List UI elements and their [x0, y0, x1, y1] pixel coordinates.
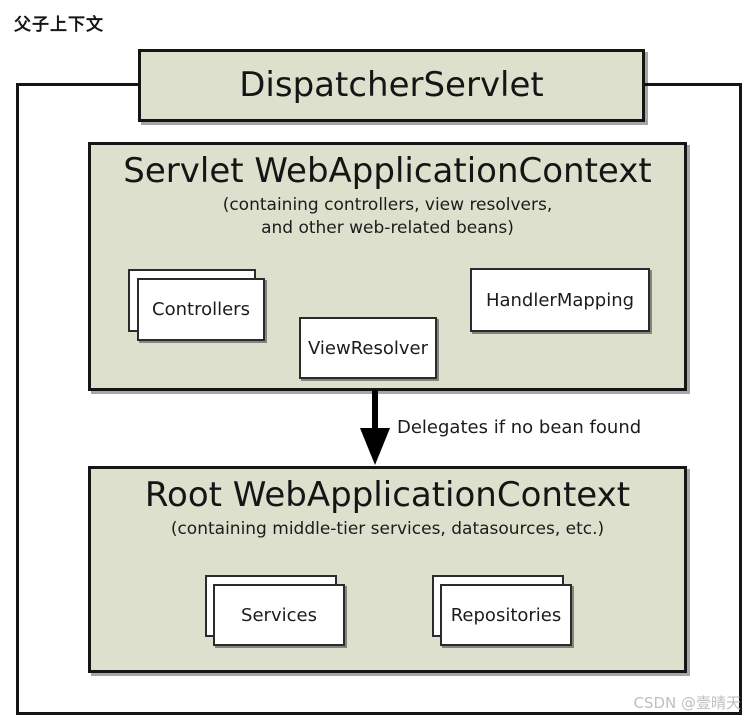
page-title: 父子上下文 — [14, 15, 104, 35]
delegation-arrow-shaft — [372, 390, 378, 432]
handler-mapping-bean-box: HandlerMapping — [470, 268, 650, 332]
view-resolver-bean-box: ViewResolver — [299, 317, 437, 379]
servlet-context-subtitle-line2: and other web-related beans) — [261, 218, 514, 239]
handler-mapping-label: HandlerMapping — [485, 289, 635, 311]
servlet-context-title: Servlet WebApplicationContext — [123, 151, 652, 191]
servlet-context-subtitle-line1: (containing controllers, view resolvers, — [222, 195, 553, 216]
csdn-watermark: CSDN @壹晴天 — [633, 694, 741, 712]
delegation-arrow-label: Delegates if no bean found — [397, 417, 642, 438]
root-context-title: Root WebApplicationContext — [144, 475, 631, 515]
view-resolver-label: ViewResolver — [307, 337, 428, 359]
controllers-label: Controllers — [152, 299, 250, 320]
repositories-bean-box: Repositories — [440, 584, 572, 646]
services-label: Services — [241, 604, 317, 626]
root-webapplicationcontext-box: Root WebApplicationContext (containing m… — [88, 466, 687, 673]
delegation-arrow-head-icon — [360, 428, 390, 465]
root-context-subtitle: (containing middle-tier services, dataso… — [170, 519, 605, 540]
dispatcher-servlet-label: DispatcherServlet — [239, 64, 544, 105]
services-bean-box: Services — [213, 584, 345, 646]
servlet-context-subtitle: (containing controllers, view resolvers,… — [91, 194, 684, 240]
repositories-label: Repositories — [450, 604, 562, 626]
controllers-bean-box: Controllers — [137, 278, 265, 341]
dispatcher-servlet-box: DispatcherServlet — [138, 49, 645, 122]
